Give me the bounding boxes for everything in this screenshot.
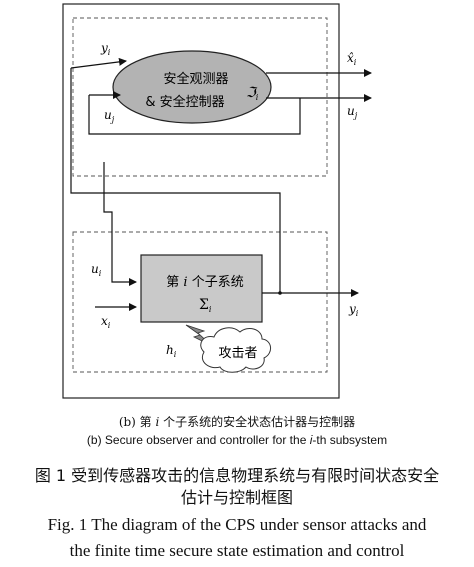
subsystem-symbol: Σi — [199, 297, 212, 314]
attacker-cloud — [200, 327, 271, 373]
arrow-y-in — [70, 57, 127, 69]
junction-dot — [278, 291, 282, 295]
subsystem-dashed-box — [72, 231, 328, 373]
label-y-out: yi — [348, 302, 359, 318]
figure-caption-en-2: the finite time secure state estimation … — [69, 541, 405, 560]
outer-frame — [62, 3, 340, 399]
arrow-u-sub-in — [103, 162, 137, 286]
label-h: hi — [166, 343, 177, 359]
figure-caption-en-1: Fig. 1 The diagram of the CPS under sens… — [47, 515, 427, 534]
label-x-in: xi — [101, 314, 111, 330]
label-y-in: yi — [100, 41, 111, 57]
label-u-in: uj — [104, 108, 115, 124]
observer-dashed-box — [72, 17, 328, 177]
feedback-y-line — [70, 68, 281, 293]
observer-label-2: & 安全控制器 — [145, 94, 224, 110]
observer-ellipse — [112, 50, 272, 124]
label-u-out: uj — [347, 104, 358, 120]
subsystem-block — [140, 254, 263, 323]
subsystem-label: 第 i 个子系统 — [166, 275, 243, 290]
block-diagram: 安全观测器 & 安全控制器 ℑi 第 i 个子系统 Σi yi uj x̂i u… — [62, 3, 372, 399]
feedback-u-line — [88, 95, 301, 135]
observer-label-1: 安全观测器 — [163, 71, 228, 87]
label-xhat-out: x̂i — [347, 51, 357, 67]
attacker-label: 攻击者 — [218, 346, 257, 361]
figure-caption-zh-2: 估计与控制框图 — [180, 488, 293, 507]
label-u-sub-in: ui — [91, 262, 102, 278]
observer-symbol: ℑi — [246, 85, 259, 102]
caption-b-zh: (b) 第 i 个子系统的安全状态估计器与控制器 — [118, 415, 356, 429]
figure-caption-zh-1: 图 1 受到传感器攻击的信息物理系统与有限时间状态安全 — [34, 466, 440, 485]
caption-b-en: (b) Secure observer and controller for t… — [86, 433, 388, 447]
